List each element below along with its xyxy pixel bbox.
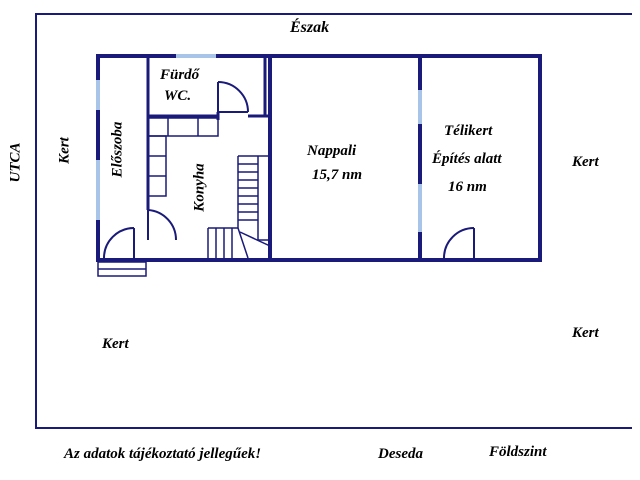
kitchen-counters	[147, 117, 219, 197]
label-north: Észak	[290, 19, 330, 36]
label-winter-garden-area: 16 nm	[448, 179, 487, 195]
entrance-steps	[97, 261, 147, 277]
footer-location: Deseda	[378, 446, 423, 462]
label-street: UTCA	[7, 142, 24, 183]
label-living-room-area: 15,7 nm	[312, 167, 363, 183]
label-winter-garden: Télikert	[444, 123, 493, 139]
label-garden-right-bottom: Kert	[572, 325, 599, 341]
label-living-room: Nappali	[307, 143, 357, 159]
doors	[103, 81, 475, 259]
label-wc: WC.	[164, 88, 192, 104]
label-garden-right-top: Kert	[572, 154, 599, 170]
label-garden-left: Kert	[56, 137, 73, 164]
staircase	[207, 155, 271, 259]
property-boundary	[35, 13, 632, 429]
label-winter-garden-status: Építés alatt	[432, 151, 502, 167]
footer-level: Földszint	[489, 444, 547, 460]
footer-disclaimer: Az adatok tájékoztató jellegűek!	[64, 446, 262, 462]
label-bathroom: Fürdő	[160, 67, 200, 83]
label-garden-bottom-left: Kert	[102, 336, 129, 352]
windows	[96, 54, 422, 232]
label-hallway: Előszoba	[109, 121, 126, 178]
label-kitchen: Konyha	[191, 163, 208, 212]
